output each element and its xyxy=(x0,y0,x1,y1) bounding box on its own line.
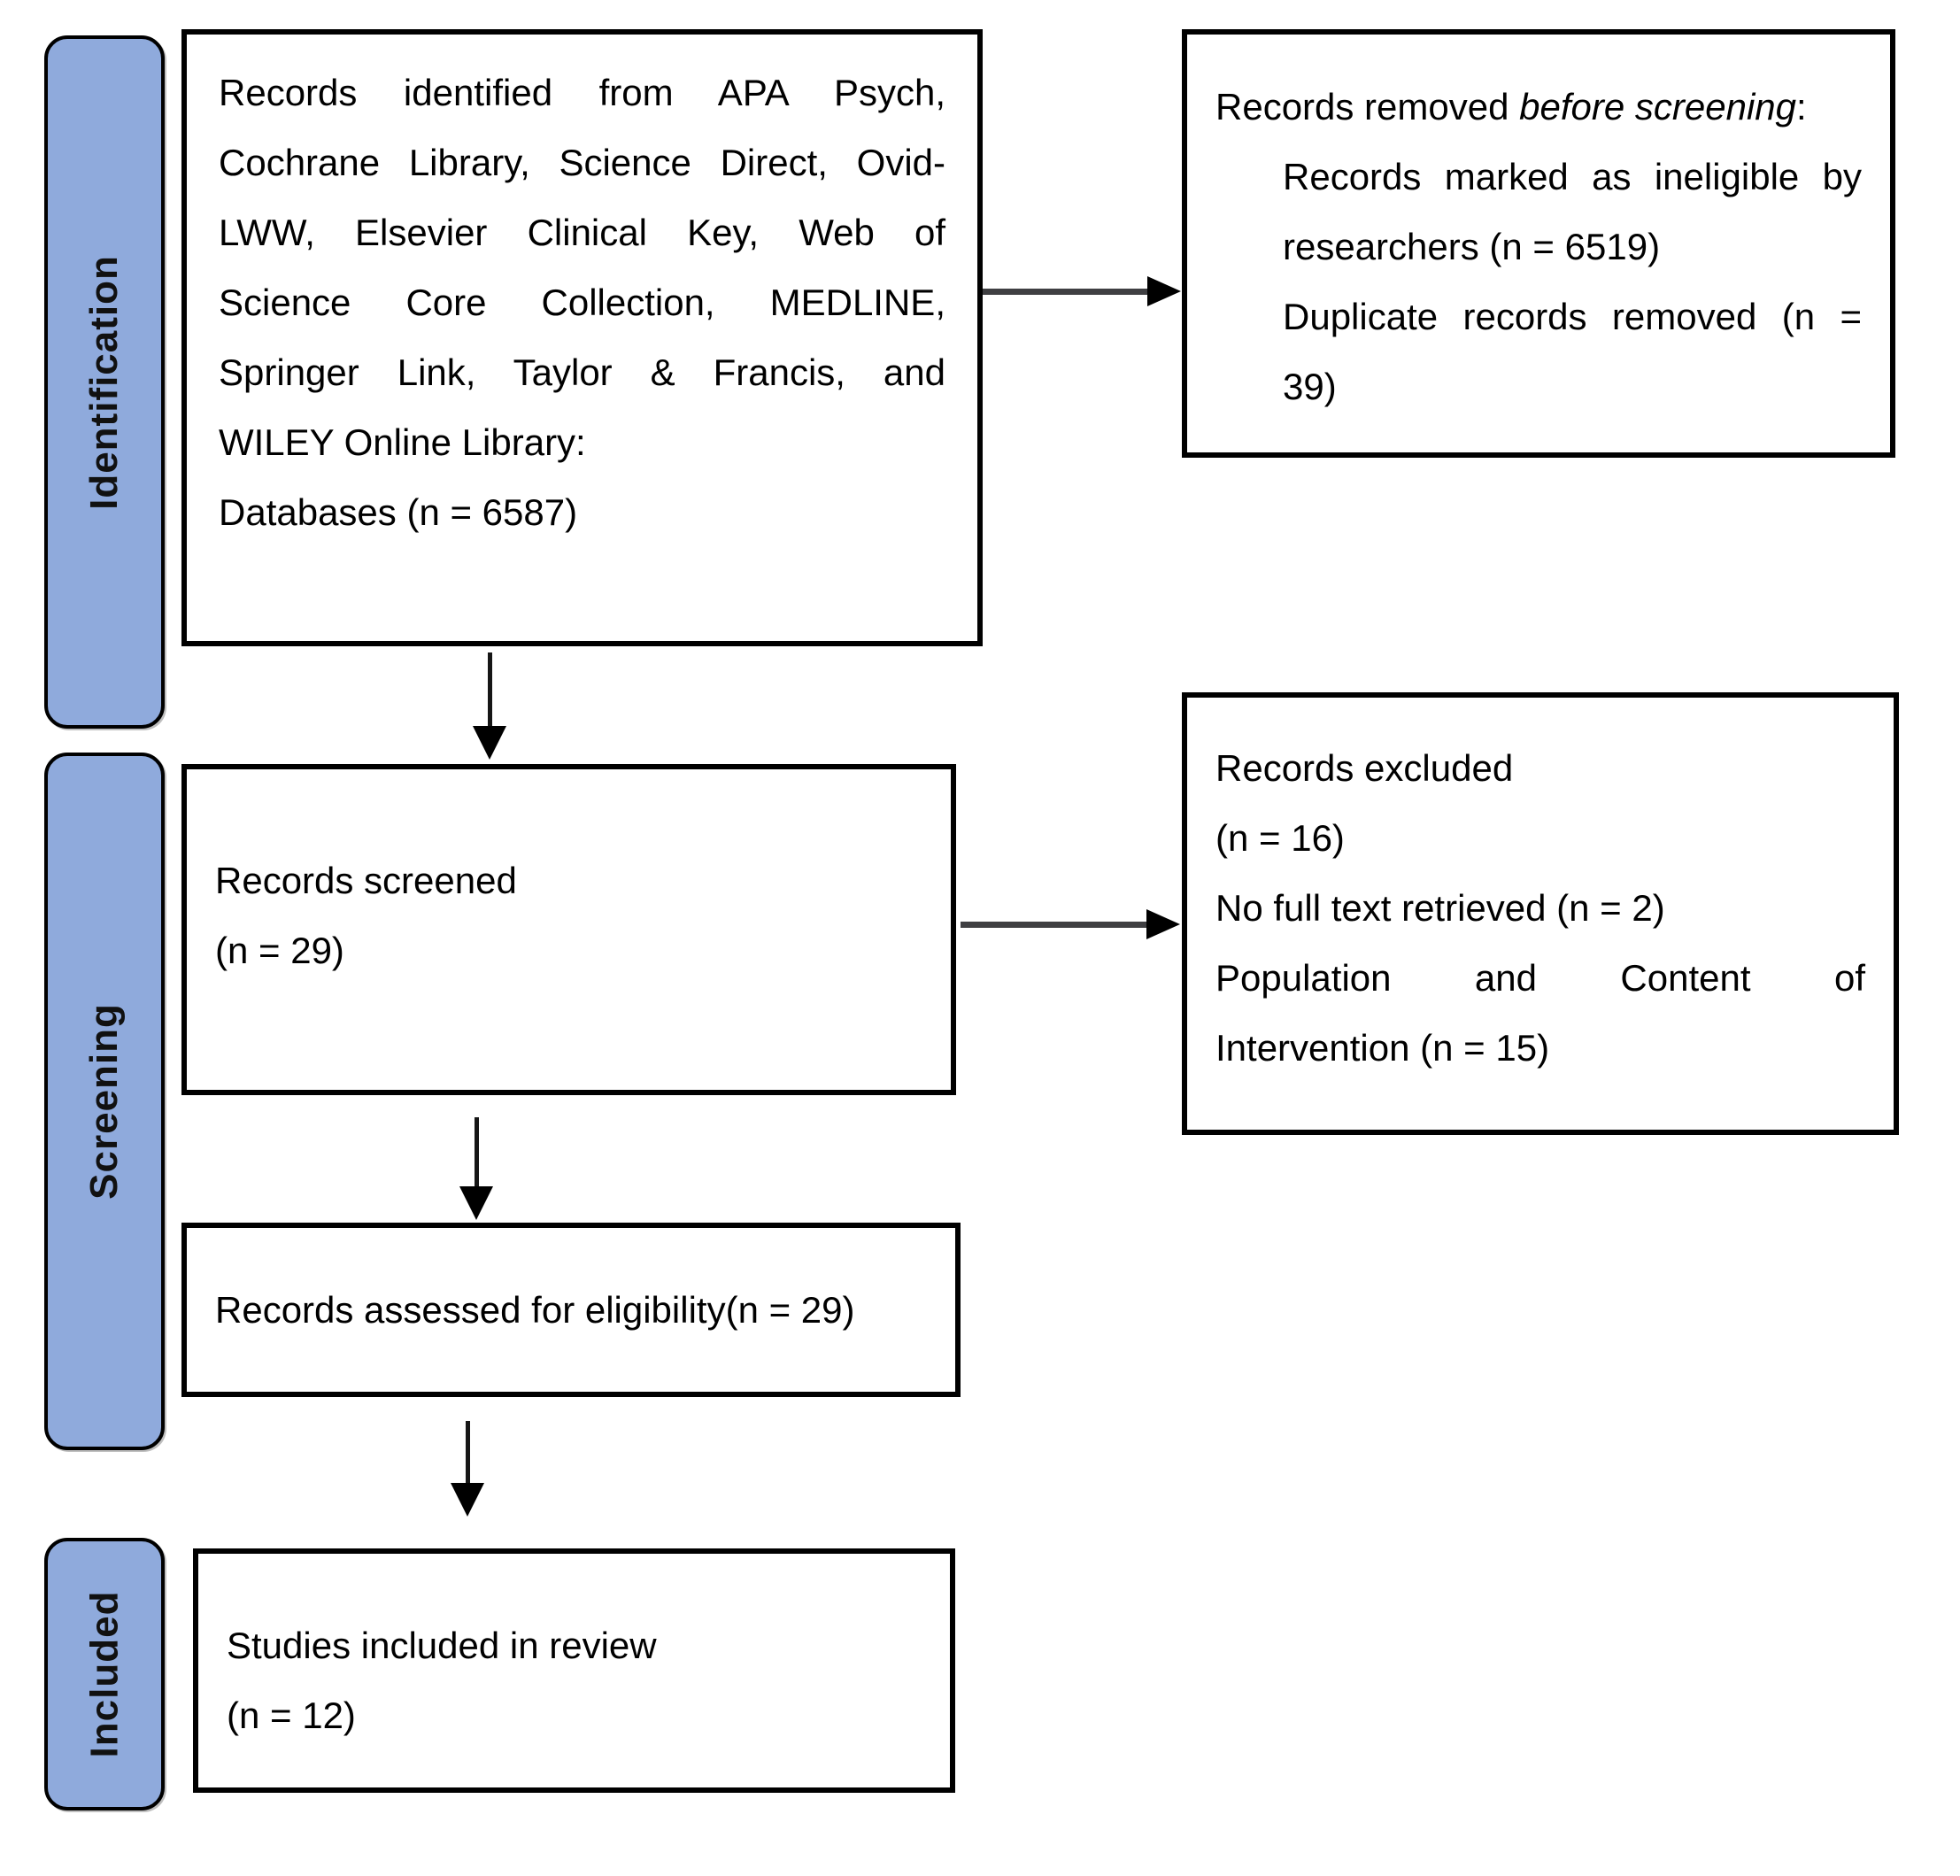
arrowhead-down-icon xyxy=(459,1186,493,1220)
text-line: (n = 12) xyxy=(227,1695,356,1736)
text-line: Population and Content of xyxy=(1215,957,1865,999)
text-line: Springer Link, Taylor & Francis, and xyxy=(219,351,945,393)
box-records-excluded: Records excluded (n = 16) No full text ret… xyxy=(1182,692,1899,1135)
arrowhead-down-icon xyxy=(451,1483,484,1517)
text-line: Records assessed for eligibility(n = 29) xyxy=(215,1289,855,1331)
stage-identification: Identification xyxy=(44,35,165,729)
box-records-removed: Records removed before screening: Record… xyxy=(1182,29,1895,458)
records-identified-text: Records identified from APA Psych, Cochra… xyxy=(219,58,945,547)
text-line: Databases (n = 6587) xyxy=(219,491,578,533)
text-line: No full text retrieved (n = 2) xyxy=(1215,887,1665,929)
text-line: Science Core Collection, MEDLINE, xyxy=(219,282,945,323)
box-records-identified: Records identified from APA Psych, Cochra… xyxy=(181,29,983,646)
text-line: WILEY Online Library: xyxy=(219,421,586,463)
text-line: (n = 29) xyxy=(215,930,344,971)
text-line: Intervention (n = 15) xyxy=(1215,1027,1550,1069)
box-records-assessed: Records assessed for eligibility(n = 29) xyxy=(181,1223,961,1397)
stage-included-label: Included xyxy=(82,1590,126,1758)
arrowhead-right-icon xyxy=(1147,276,1181,306)
records-removed-heading-suffix: : xyxy=(1796,86,1807,127)
text-line: Records excluded xyxy=(1215,747,1514,789)
text-line: Duplicate records removed (n = xyxy=(1283,296,1862,337)
records-removed-heading-normal: Records removed xyxy=(1215,86,1520,127)
text-line: Records identified from APA Psych, xyxy=(219,72,945,113)
records-removed-heading: Records removed before screening: xyxy=(1215,72,1862,142)
box-studies-included: Studies included in review (n = 12) xyxy=(193,1548,955,1793)
arrow-shaft xyxy=(466,1421,470,1485)
text-line: researchers (n = 6519) xyxy=(1283,226,1661,267)
box-records-screened: Records screened (n = 29) xyxy=(181,764,956,1095)
text-line: LWW, Elsevier Clinical Key, Web of xyxy=(219,212,945,253)
arrow-shaft xyxy=(488,652,492,728)
text-line: Cochrane Library, Science Direct, Ovid- xyxy=(219,142,945,183)
text-line: Records marked as ineligible by xyxy=(1283,156,1862,197)
arrow-shaft xyxy=(983,289,1151,295)
arrowhead-right-icon xyxy=(1146,909,1180,939)
arrow-shaft xyxy=(961,922,1148,928)
stage-included: Included xyxy=(44,1538,165,1810)
studies-included-text: Studies included in review (n = 12) xyxy=(227,1610,922,1750)
records-removed-reasons: Records marked as ineligible by researche… xyxy=(1283,142,1862,421)
records-excluded-text: Records excluded (n = 16) No full text ret… xyxy=(1215,733,1865,1083)
text-line: Records screened xyxy=(215,860,517,901)
text-line: Studies included in review xyxy=(227,1625,657,1666)
arrow-shaft xyxy=(475,1117,479,1188)
stage-identification-label: Identification xyxy=(82,254,126,510)
text-line: (n = 16) xyxy=(1215,817,1345,859)
records-screened-text: Records screened (n = 29) xyxy=(215,845,922,985)
stage-screening: Screening xyxy=(44,753,165,1450)
records-removed-heading-italic: before screening xyxy=(1519,86,1797,127)
text-line: 39) xyxy=(1283,366,1337,407)
stage-screening-label: Screening xyxy=(82,1003,126,1200)
records-assessed-text: Records assessed for eligibility(n = 29) xyxy=(215,1275,855,1345)
arrowhead-down-icon xyxy=(473,726,506,760)
